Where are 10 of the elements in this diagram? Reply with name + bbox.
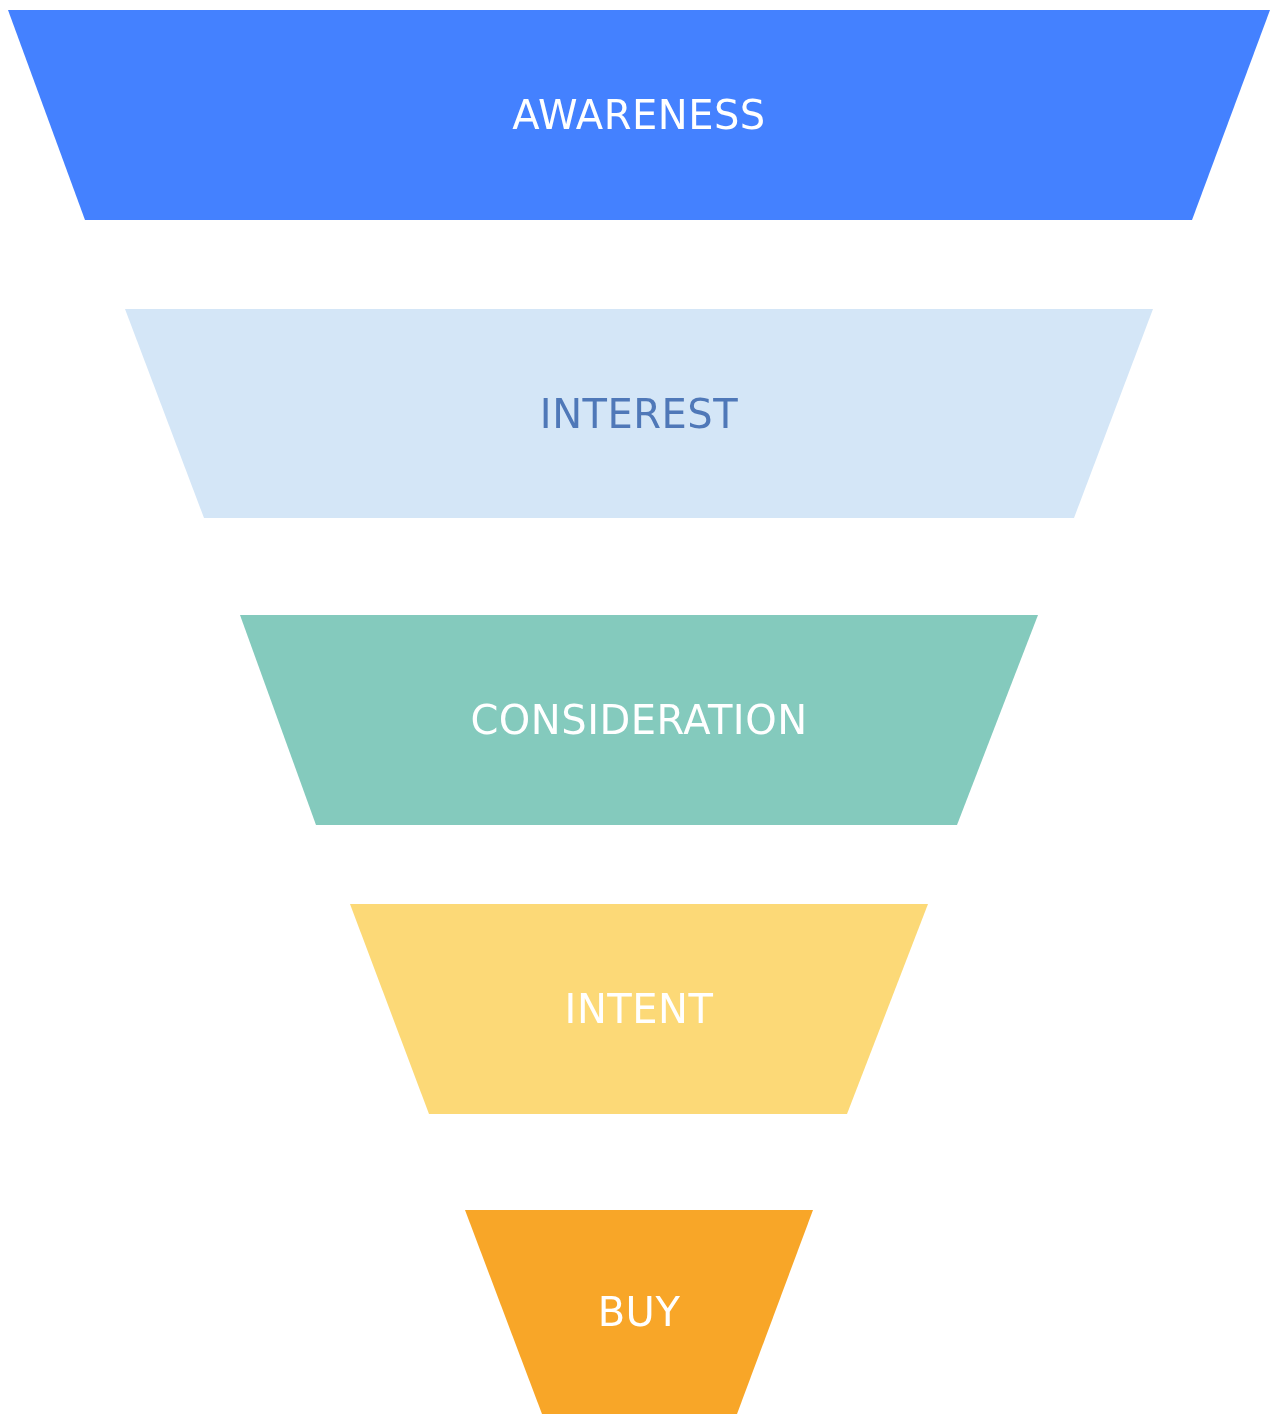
stage-label: AWARENESS	[512, 92, 766, 138]
funnel-stage	[350, 904, 928, 1114]
stage-label: BUY	[597, 1289, 681, 1335]
stage-label: INTEREST	[539, 390, 739, 437]
funnel-stage	[465, 1210, 813, 1414]
funnel-stage	[240, 615, 1038, 825]
stage-label: INTENT	[564, 986, 714, 1032]
funnel-stage	[8, 10, 1270, 220]
funnel-stage	[125, 309, 1153, 518]
stage-label: CONSIDERATION	[470, 697, 808, 743]
